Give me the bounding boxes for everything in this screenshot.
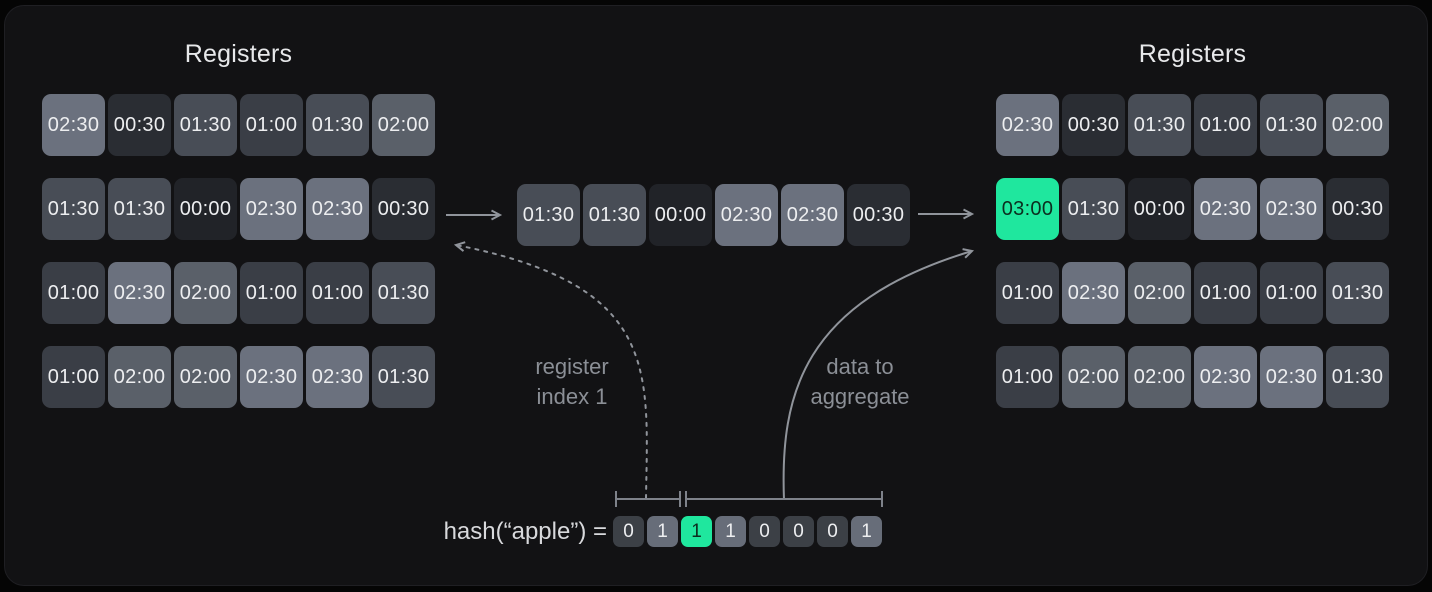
register-cell: 02:00 (372, 94, 435, 156)
register-cell: 02:30 (240, 346, 303, 408)
register-cell: 02:30 (1260, 178, 1323, 240)
index-bits-bracket (615, 491, 681, 507)
register-cell: 02:00 (174, 262, 237, 324)
register-cell: 02:30 (306, 178, 369, 240)
register-cell: 01:30 (583, 184, 646, 246)
register-cell: 00:30 (1326, 178, 1389, 240)
register-cell: 02:00 (108, 346, 171, 408)
hash-bit: 1 (647, 516, 678, 547)
register-cell: 00:30 (1062, 94, 1125, 156)
register-cell: 02:30 (240, 178, 303, 240)
register-cell: 01:30 (306, 94, 369, 156)
register-cell: 02:30 (1194, 178, 1257, 240)
register-cell: 01:30 (1326, 262, 1389, 324)
register-index-label: register index 1 (472, 352, 672, 412)
register-cell: 01:00 (1260, 262, 1323, 324)
register-cell-highlighted: 03:00 (996, 178, 1059, 240)
register-cell: 01:00 (240, 262, 303, 324)
hash-bit: 0 (749, 516, 780, 547)
register-cell: 02:30 (42, 94, 105, 156)
register-cell: 01:30 (1326, 346, 1389, 408)
register-index-label-line1: register (535, 354, 609, 379)
register-cell: 01:30 (174, 94, 237, 156)
hash-expression-label: hash(“apple”) = (443, 518, 607, 545)
register-cell: 02:00 (1326, 94, 1389, 156)
register-cell: 02:30 (306, 346, 369, 408)
register-cell: 02:30 (108, 262, 171, 324)
register-cell: 02:30 (715, 184, 778, 246)
register-cell: 01:00 (42, 346, 105, 408)
register-cell: 01:30 (42, 178, 105, 240)
register-cell: 01:30 (372, 262, 435, 324)
register-cell: 00:00 (174, 178, 237, 240)
hash-bit: 0 (817, 516, 848, 547)
register-cell: 01:30 (1260, 94, 1323, 156)
register-cell: 02:30 (1194, 346, 1257, 408)
register-cell: 01:00 (996, 346, 1059, 408)
data-to-aggregate-label-line1: data to (826, 354, 894, 379)
register-cell: 02:30 (996, 94, 1059, 156)
register-cell: 02:30 (781, 184, 844, 246)
right-registers-title: Registers (1138, 40, 1247, 68)
register-cell: 01:00 (1194, 94, 1257, 156)
register-cell: 02:00 (1062, 346, 1125, 408)
register-cell: 00:00 (649, 184, 712, 246)
register-cell: 01:30 (108, 178, 171, 240)
register-cell: 02:00 (1128, 346, 1191, 408)
register-cell: 01:00 (306, 262, 369, 324)
register-cell: 02:00 (174, 346, 237, 408)
register-cell: 02:00 (1128, 262, 1191, 324)
aggregate-bits-bracket (685, 491, 883, 507)
register-cell: 01:00 (42, 262, 105, 324)
hash-bit: 0 (613, 516, 644, 547)
register-cell: 02:30 (1260, 346, 1323, 408)
register-cell: 01:00 (240, 94, 303, 156)
register-cell: 00:30 (372, 178, 435, 240)
data-to-aggregate-label: data to aggregate (760, 352, 960, 412)
register-cell: 01:30 (517, 184, 580, 246)
hash-bit: 1 (851, 516, 882, 547)
register-cell: 02:30 (1062, 262, 1125, 324)
left-registers-title: Registers (184, 40, 293, 68)
register-cell: 01:30 (1062, 178, 1125, 240)
hash-bit-highlighted: 1 (681, 516, 712, 547)
register-cell: 01:00 (1194, 262, 1257, 324)
register-cell: 00:00 (1128, 178, 1191, 240)
hash-bit: 0 (783, 516, 814, 547)
register-cell: 01:00 (996, 262, 1059, 324)
register-cell: 00:30 (108, 94, 171, 156)
data-to-aggregate-label-line2: aggregate (810, 384, 910, 409)
register-cell: 01:30 (1128, 94, 1191, 156)
register-cell: 00:30 (847, 184, 910, 246)
register-index-label-line2: index 1 (536, 384, 608, 409)
register-cell: 01:30 (372, 346, 435, 408)
hash-bit: 1 (715, 516, 746, 547)
